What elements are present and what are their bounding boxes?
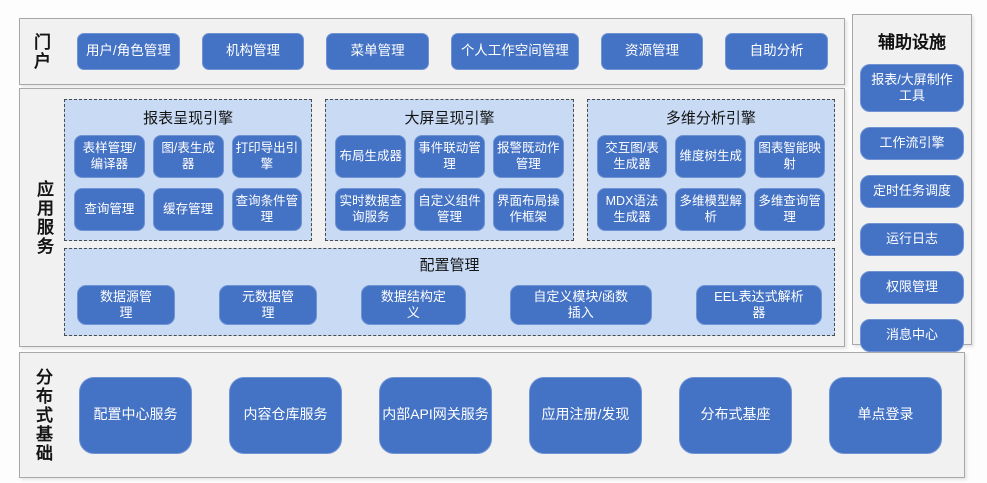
app-services-section-label: 应用服务 bbox=[34, 179, 53, 256]
app-services-section: 应用服务 报表呈现引擎 表样管理/编译器 图/表生成器 打印导出引擎 查询管理 … bbox=[19, 88, 845, 347]
config-box-eel-expression-parser: EEL表达式解析器 bbox=[695, 285, 823, 325]
engine-box: 报警既动作管理 bbox=[492, 135, 564, 178]
bigscreen-engine-group-title: 大屏呈现引擎 bbox=[404, 110, 495, 127]
engine-box: 查询管理 bbox=[74, 188, 145, 231]
auxiliary-facilities-section: 辅助设施 报表/大屏制作工具 工作流引擎 定时任务调度 运行日志 权限管理 消息… bbox=[852, 14, 972, 352]
distributed-base-section: 分布式基础 配置中心服务 内容仓库服务 内部API网关服务 应用注册/发现 分布… bbox=[19, 352, 965, 478]
engine-box: 自定义组件管理 bbox=[414, 188, 485, 231]
config-management-group: 配置管理 数据源管理 元数据管理 数据结构定义 自定义模块/函数插入 EEL表达… bbox=[64, 248, 835, 336]
aux-box-permission-management: 权限管理 bbox=[860, 271, 964, 304]
engine-box: 查询条件管理 bbox=[231, 188, 303, 231]
portal-box-self-service-analysis: 自助分析 bbox=[725, 33, 828, 70]
engine-box: 界面布局操作框架 bbox=[492, 188, 564, 231]
aux-box-run-logs: 运行日志 bbox=[860, 223, 964, 256]
aux-box-message-center: 消息中心 bbox=[860, 319, 964, 352]
engine-box: MDX语法生成器 bbox=[596, 188, 668, 231]
portal-box-organization-management: 机构管理 bbox=[201, 33, 305, 70]
report-engine-group: 报表呈现引擎 表样管理/编译器 图/表生成器 打印导出引擎 查询管理 缓存管理 … bbox=[64, 99, 313, 241]
aux-box-scheduled-task-dispatch: 定时任务调度 bbox=[860, 175, 964, 208]
config-box-datasource-management: 数据源管理 bbox=[77, 285, 175, 325]
engine-box: 表样管理/编译器 bbox=[74, 135, 145, 178]
auxiliary-button-column: 报表/大屏制作工具 工作流引擎 定时任务调度 运行日志 权限管理 消息中心 bbox=[860, 64, 964, 352]
config-management-group-title: 配置管理 bbox=[419, 257, 480, 274]
engine-box: 缓存管理 bbox=[152, 188, 224, 231]
engine-box: 多维查询管理 bbox=[754, 188, 825, 231]
config-box-data-structure-definition: 数据结构定义 bbox=[361, 285, 466, 325]
config-box-metadata-management: 元数据管理 bbox=[219, 285, 317, 325]
bigscreen-engine-group: 大屏呈现引擎 布局生成器 事件联动管理 报警既动作管理 实时数据查询服务 自定义… bbox=[325, 99, 574, 241]
engine-box: 图表智能映射 bbox=[754, 135, 825, 178]
portal-box-user-role-management: 用户/角色管理 bbox=[77, 33, 180, 70]
aux-box-workflow-engine: 工作流引擎 bbox=[860, 127, 964, 160]
dist-box-single-sign-on: 单点登录 bbox=[829, 376, 942, 454]
auxiliary-facilities-title: 辅助设施 bbox=[878, 33, 946, 52]
config-box-custom-module-function-insert: 自定义模块/函数插入 bbox=[509, 285, 652, 325]
engine-box: 打印导出引擎 bbox=[231, 135, 303, 178]
dist-box-distributed-base-platform: 分布式基座 bbox=[679, 376, 792, 454]
engine-box: 布局生成器 bbox=[335, 135, 407, 178]
aux-box-report-bigscreen-authoring-tool: 报表/大屏制作工具 bbox=[860, 64, 964, 112]
distributed-button-row: 配置中心服务 内容仓库服务 内部API网关服务 应用注册/发现 分布式基座 单点… bbox=[51, 376, 942, 454]
engine-box: 图/表生成器 bbox=[152, 135, 224, 178]
engine-groups-row: 报表呈现引擎 表样管理/编译器 图/表生成器 打印导出引擎 查询管理 缓存管理 … bbox=[64, 99, 835, 241]
config-button-row: 数据源管理 元数据管理 数据结构定义 自定义模块/函数插入 EEL表达式解析器 bbox=[77, 282, 823, 325]
report-engine-group-title: 报表呈现引擎 bbox=[143, 110, 234, 127]
portal-button-row: 用户/角色管理 机构管理 菜单管理 个人工作空间管理 资源管理 自助分析 bbox=[65, 33, 828, 70]
portal-box-resource-management: 资源管理 bbox=[600, 33, 704, 70]
engine-box: 实时数据查询服务 bbox=[335, 188, 407, 231]
portal-section: 门户 用户/角色管理 机构管理 菜单管理 个人工作空间管理 资源管理 自助分析 bbox=[19, 18, 845, 85]
olap-engine-group: 多维分析引擎 交互图/表生成器 维度树生成 图表智能映射 MDX语法生成器 多维… bbox=[586, 99, 835, 241]
dist-box-content-repository-service: 内容仓库服务 bbox=[229, 376, 342, 454]
portal-section-label: 门户 bbox=[31, 32, 50, 71]
bigscreen-engine-grid: 布局生成器 事件联动管理 报警既动作管理 实时数据查询服务 自定义组件管理 界面… bbox=[335, 135, 564, 231]
engine-box: 交互图/表生成器 bbox=[596, 135, 668, 178]
app-services-content: 报表呈现引擎 表样管理/编译器 图/表生成器 打印导出引擎 查询管理 缓存管理 … bbox=[64, 99, 835, 336]
portal-box-menu-management: 菜单管理 bbox=[326, 33, 429, 70]
dist-box-internal-api-gateway-service: 内部API网关服务 bbox=[379, 376, 492, 454]
report-engine-grid: 表样管理/编译器 图/表生成器 打印导出引擎 查询管理 缓存管理 查询条件管理 bbox=[74, 135, 303, 231]
olap-engine-grid: 交互图/表生成器 维度树生成 图表智能映射 MDX语法生成器 多维模型解析 多维… bbox=[596, 135, 825, 231]
engine-box: 维度树生成 bbox=[675, 135, 747, 178]
dist-box-app-registration-discovery: 应用注册/发现 bbox=[529, 376, 642, 454]
portal-box-personal-workspace-management: 个人工作空间管理 bbox=[450, 33, 579, 70]
dist-box-config-center-service: 配置中心服务 bbox=[79, 376, 192, 454]
engine-box: 事件联动管理 bbox=[414, 135, 485, 178]
olap-engine-group-title: 多维分析引擎 bbox=[665, 110, 756, 127]
engine-box: 多维模型解析 bbox=[675, 188, 747, 231]
distributed-base-section-label: 分布式基础 bbox=[33, 367, 52, 463]
